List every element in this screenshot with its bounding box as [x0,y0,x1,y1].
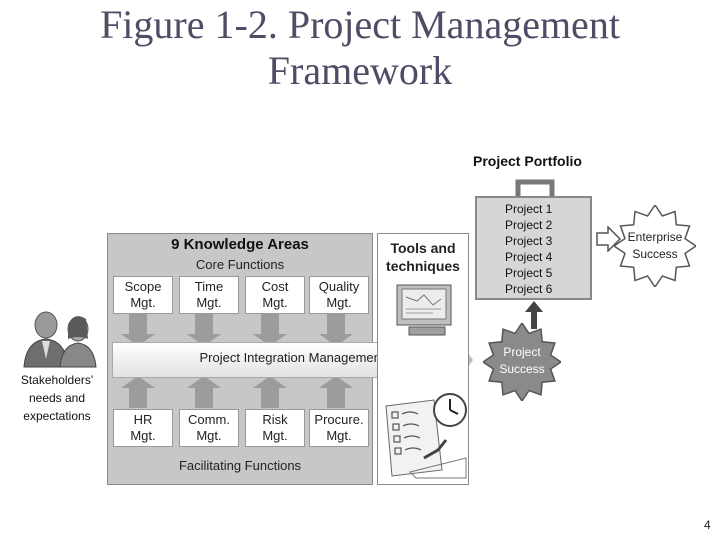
risk-mgt-box: Risk Mgt. [245,409,305,447]
procure-mgt-line-1: Procure. [310,412,368,428]
hr-mgt-box: HR Mgt. [113,409,173,447]
stakeholders-label: Stakeholders' needs and expectations [15,371,99,425]
cost-mgt-line-2: Mgt. [246,295,304,311]
knowledge-areas-title: 9 Knowledge Areas [107,236,373,253]
stakeholders-people-icon [14,305,104,370]
hr-mgt-line-2: Mgt. [114,428,172,444]
comm-mgt-line-2: Mgt. [180,428,238,444]
project-5: Project 5 [505,265,552,281]
briefcase-handle-icon [514,178,556,198]
scope-mgt-line-2: Mgt. [114,295,172,311]
risk-mgt-line-1: Risk [246,412,304,428]
project-2: Project 2 [505,217,552,233]
comm-mgt-box: Comm. Mgt. [179,409,239,447]
quality-mgt-line-1: Quality [310,279,368,295]
quality-mgt-line-2: Mgt. [310,295,368,311]
stakeholders-line-2: needs and [15,389,99,407]
project-success-line-1: Project [483,344,561,361]
stakeholders-line-3: expectations [15,407,99,425]
project-6: Project 6 [505,281,552,297]
hr-mgt-line-1: HR [114,412,172,428]
tools-label: Tools and techniques [377,239,469,275]
computer-icon [393,283,457,339]
project-1: Project 1 [505,201,552,217]
quality-mgt-box: Quality Mgt. [309,276,369,314]
project-3: Project 3 [505,233,552,249]
risk-mgt-line-2: Mgt. [246,428,304,444]
cost-mgt-box: Cost Mgt. [245,276,305,314]
facilitating-functions-label: Facilitating Functions [107,458,373,473]
tools-line-1: Tools and [377,239,469,257]
portfolio-title: Project Portfolio [473,153,582,169]
time-mgt-line-1: Time [180,279,238,295]
enterprise-success-line-2: Success [614,246,696,263]
comm-mgt-line-1: Comm. [180,412,238,428]
enterprise-success-line-1: Enterprise [614,229,696,246]
project-success-line-2: Success [483,361,561,378]
time-mgt-line-2: Mgt. [180,295,238,311]
procure-mgt-box: Procure. Mgt. [309,409,369,447]
enterprise-success-label: Enterprise Success [614,229,696,263]
checklist-clock-icon [380,392,468,480]
project-4: Project 4 [505,249,552,265]
page-number: 4 [704,518,711,532]
cost-mgt-line-1: Cost [246,279,304,295]
procure-mgt-line-2: Mgt. [310,428,368,444]
project-success-label: Project Success [483,344,561,378]
slide-title: Figure 1-2. Project Management Framework [0,2,720,94]
stakeholders-line-1: Stakeholders' [15,371,99,389]
scope-mgt-line-1: Scope [114,279,172,295]
tools-line-2: techniques [377,257,469,275]
slide-title-line-1: Figure 1-2. Project Management [0,2,720,48]
slide-title-line-2: Framework [0,48,720,94]
scope-mgt-box: Scope Mgt. [113,276,173,314]
core-functions-label: Core Functions [107,257,373,272]
time-mgt-box: Time Mgt. [179,276,239,314]
